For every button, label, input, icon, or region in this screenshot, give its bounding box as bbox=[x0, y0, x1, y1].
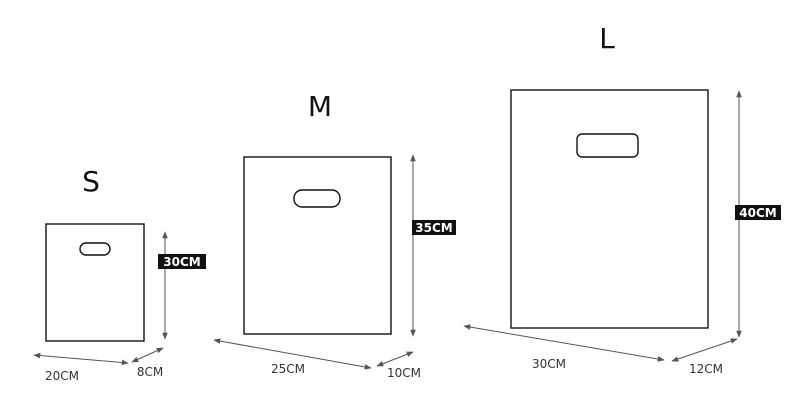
bag-m-width-label: 25CM bbox=[271, 362, 305, 376]
bag-l-depth-arrow bbox=[671, 338, 738, 362]
size-label-s: S bbox=[82, 165, 100, 198]
bag-l-depth-label: 12CM bbox=[689, 362, 723, 376]
bag-s-handle bbox=[79, 242, 111, 256]
bag-l-outline bbox=[510, 89, 709, 329]
bag-s-width-arrow bbox=[33, 352, 129, 366]
bag-m-width-arrow bbox=[213, 338, 372, 370]
bag-s-width-label: 20CM bbox=[45, 369, 79, 383]
bag-m-height-label: 35CM bbox=[415, 221, 452, 235]
bag-s-height-tag bbox=[158, 254, 206, 269]
bag-s: S 30CM 20CM 8CM bbox=[33, 165, 206, 383]
size-label-m: M bbox=[308, 90, 332, 123]
bag-m-depth-arrow bbox=[376, 351, 414, 367]
bag-s-depth-arrow bbox=[131, 347, 164, 363]
bag-l-height-label: 40CM bbox=[739, 206, 776, 220]
bag-l: L 40CM 30CM 12CM bbox=[463, 22, 781, 376]
bag-m: M 35CM 25CM 10CM bbox=[213, 90, 456, 380]
bag-l-height-tag bbox=[735, 205, 781, 220]
size-label-l: L bbox=[599, 22, 615, 55]
bag-s-depth-label: 8CM bbox=[137, 365, 163, 379]
bag-l-handle bbox=[576, 133, 639, 158]
bag-m-depth-label: 10CM bbox=[387, 366, 421, 380]
bag-s-height-label: 30CM bbox=[163, 255, 200, 269]
bag-s-outline bbox=[45, 223, 145, 342]
bag-m-height-tag bbox=[412, 220, 456, 235]
bag-m-handle bbox=[293, 189, 341, 208]
bag-l-width-arrow bbox=[463, 324, 665, 362]
bag-l-width-label: 30CM bbox=[532, 357, 566, 371]
bag-m-outline bbox=[243, 156, 392, 335]
